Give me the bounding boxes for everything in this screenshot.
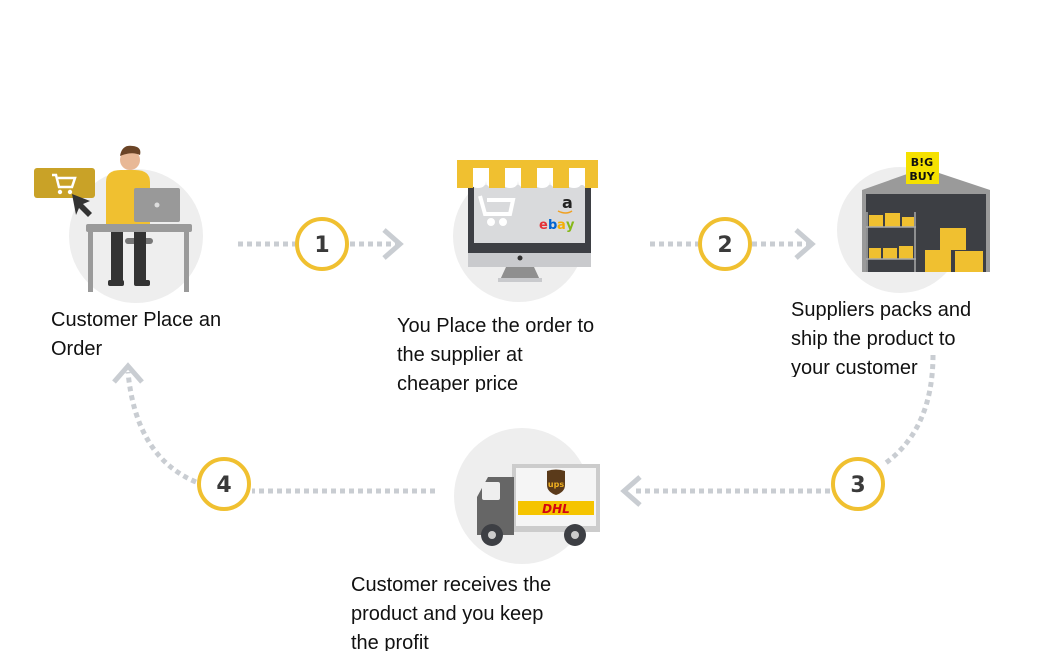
cursor-icon (72, 194, 92, 217)
step-1-caption: Customer Place an Order (51, 306, 221, 364)
svg-text:BUY: BUY (909, 170, 935, 183)
svg-text:1: 1 (314, 233, 329, 258)
warehouse-icon: B!G BUY (862, 152, 990, 272)
connector-3a (881, 354, 936, 468)
ups-logo: ups (547, 469, 565, 495)
caption-line: ship the product to (791, 328, 956, 350)
connectors (125, 241, 936, 494)
step-badge-4: 4 (197, 457, 251, 511)
caption-line: You Place the order to (397, 315, 595, 337)
caption-line: the supplier at (397, 344, 523, 366)
svg-text:y: y (566, 218, 575, 233)
caption-line: the profit (351, 632, 429, 651)
svg-text:3: 3 (850, 473, 865, 498)
cart-icon (478, 195, 516, 226)
svg-text:e: e (539, 218, 548, 233)
connector-4b (125, 371, 197, 485)
caption-line: Order (51, 338, 103, 360)
step-badge-1: 1 (295, 217, 349, 271)
chevron-up-icon (112, 362, 144, 384)
svg-text:B!G: B!G (911, 156, 933, 169)
caption-line: your customer (791, 357, 918, 377)
chevron-left-icon (620, 475, 642, 507)
dhl-logo: DHL (518, 501, 594, 516)
step-4-caption: Customer receives the product and you ke… (351, 571, 551, 651)
amazon-logo: a (562, 193, 573, 212)
caption-line: Customer receives the (351, 574, 552, 596)
caption-line: Customer Place an (51, 309, 222, 331)
step-3-caption: Suppliers packs and ship the product to … (791, 296, 971, 377)
bigbuy-logo: B!G BUY (906, 152, 939, 184)
svg-text:DHL: DHL (542, 502, 570, 516)
cart-icon (52, 173, 77, 195)
svg-text:b: b (548, 218, 557, 233)
caption-line: cheaper price (397, 373, 519, 392)
ebay-logo: e b a y (539, 218, 575, 233)
caption-line: Suppliers packs and (791, 299, 972, 321)
customer-icon (34, 145, 192, 292)
svg-text:a: a (557, 218, 566, 233)
step-badge-3: 3 (831, 457, 885, 511)
online-store-icon: a e b a y (422, 160, 598, 282)
step-2-caption: You Place the order to the supplier at c… (397, 312, 594, 392)
awning (422, 160, 598, 188)
svg-text:4: 4 (216, 473, 231, 498)
svg-text:ups: ups (548, 480, 564, 489)
caption-line: product and you keep (351, 603, 544, 625)
svg-text:2: 2 (717, 233, 732, 258)
chevron-right-icon (382, 228, 404, 260)
delivery-truck-icon: ups DHL (477, 464, 600, 546)
chevron-right-icon (794, 228, 816, 260)
step-badge-2: 2 (698, 217, 752, 271)
